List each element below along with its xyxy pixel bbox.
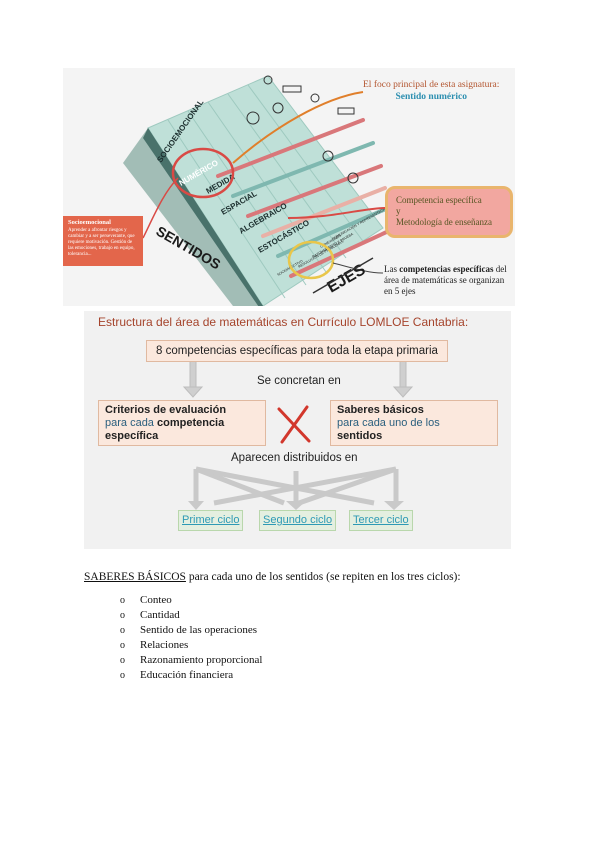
bullet-icon: o [120, 655, 125, 666]
criterios-text: para cada [105, 417, 157, 429]
saberes-title: Saberes básicos [337, 404, 424, 416]
saberes-text: para cada uno de los [337, 417, 440, 429]
competencia-line1: Competencia específica [396, 195, 482, 205]
curriculum-board-figure: SOCIOEMOCIONAL NUMÉRICO MEDIDA ESPACIAL … [63, 68, 515, 306]
link-tercer-ciclo[interactable]: Tercer ciclo [349, 510, 413, 531]
list-item: o Conteo [120, 593, 263, 608]
bullet-icon: o [120, 640, 125, 651]
concretan-label: Se concretan en [257, 375, 341, 387]
list-item-text: Relaciones [140, 639, 189, 651]
list-item-text: Razonamiento proporcional [140, 654, 263, 666]
bullet-icon: o [120, 610, 125, 621]
socioemocional-callout: Socioemocional Aprender a afrontar riesg… [63, 216, 143, 266]
saberes-heading: SABERES BÁSICOS para cada uno de los sen… [84, 571, 461, 583]
saberes-bold: sentidos [337, 430, 383, 442]
list-item-text: Educación financiera [140, 669, 234, 681]
bullet-icon: o [120, 670, 125, 681]
socio-text: Aprender a afrontar riesgos y cambiar y … [68, 228, 135, 257]
ejes-note: Las competencias específicas del área de… [384, 264, 509, 297]
competencias-box: 8 competencias específicas para toda la … [146, 340, 448, 362]
saberes-box: Saberes básicos para cada uno de los sen… [330, 400, 498, 446]
bullet-icon: o [120, 625, 125, 636]
saberes-rest: para cada uno de los sentidos (se repite… [185, 571, 461, 583]
focus-callout: El foco principal de esta asignatura: Se… [363, 80, 499, 102]
list-item: o Razonamiento proporcional [120, 653, 263, 668]
board-illustration: SOCIOEMOCIONAL NUMÉRICO MEDIDA ESPACIAL … [123, 75, 393, 306]
competencia-line2: y [396, 206, 401, 216]
saberes-underlined: SABERES BÁSICOS [84, 571, 186, 583]
list-item: o Sentido de las operaciones [120, 623, 263, 638]
focus-line2: Sentido numérico [395, 92, 467, 102]
link-primer-ciclo[interactable]: Primer ciclo [178, 510, 244, 531]
ejes-note-part2: del área de matemáticas se organizan en … [384, 264, 507, 296]
ejes-note-part1: Las [384, 264, 400, 274]
competencia-callout: Competencia específica y Metodología de … [385, 186, 513, 238]
diagram-title: Estructura del área de matemáticas en Cu… [98, 315, 469, 329]
list-item: o Educación financiera [120, 668, 263, 683]
competencia-line3: Metodología de enseñanza [396, 217, 492, 227]
socio-title: Socioemocional [68, 219, 111, 226]
structure-arrows [182, 360, 414, 510]
list-item: o Cantidad [120, 608, 263, 623]
list-item-text: Sentido de las operaciones [140, 624, 257, 636]
ejes-note-bold: competencias específicas [399, 264, 494, 274]
bullet-icon: o [120, 595, 125, 606]
focus-line1: El foco principal de esta asignatura: [363, 80, 500, 90]
list-item-text: Conteo [140, 594, 172, 606]
criterios-bold: competencia específica [105, 417, 225, 442]
list-item: o Relaciones [120, 638, 263, 653]
structure-diagram: Estructura del área de matemáticas en Cu… [84, 311, 511, 549]
criterios-box: Criterios de evaluación para cada compet… [98, 400, 266, 446]
criterios-title: Criterios de evaluación [105, 404, 227, 416]
link-segundo-ciclo[interactable]: Segundo ciclo [259, 510, 337, 531]
list-item-text: Cantidad [140, 609, 180, 621]
aparecen-label: Aparecen distribuidos en [231, 452, 358, 464]
